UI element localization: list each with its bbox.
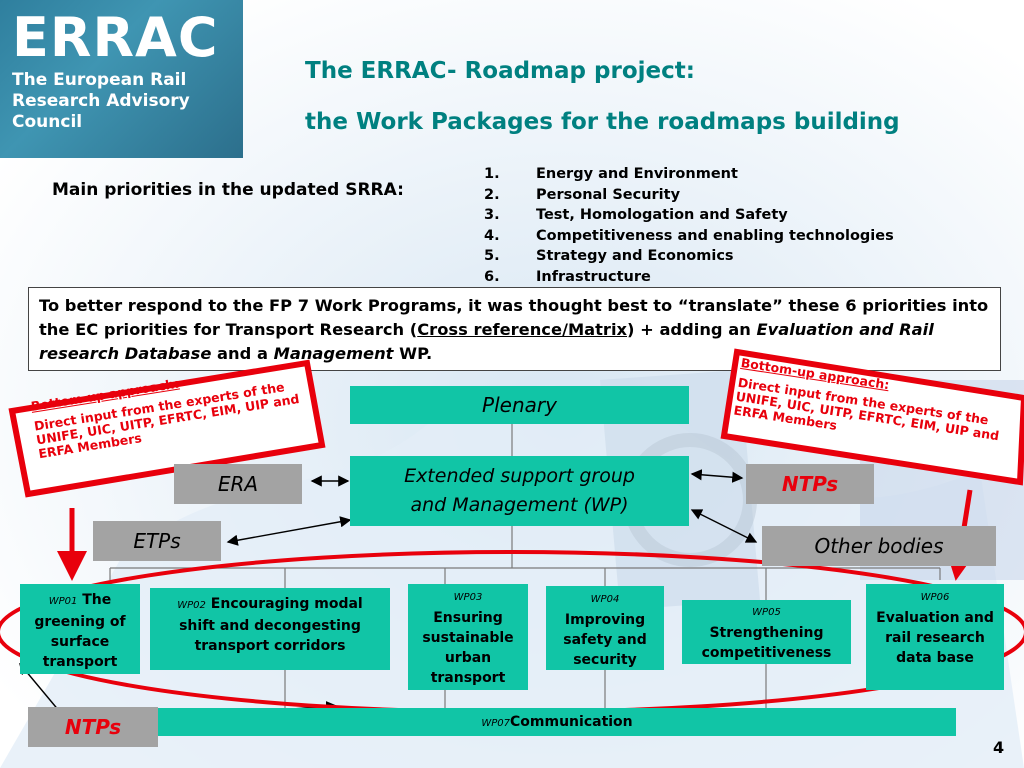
priority-item: 3.Test, Homologation and Safety [484, 207, 788, 224]
title-line-1: The ERRAC- Roadmap project: [305, 58, 695, 84]
intro-text-box: To better respond to the FP 7 Work Progr… [28, 287, 1001, 371]
ntps-box-bottom: NTPs [28, 707, 158, 747]
priority-item: 2.Personal Security [484, 186, 681, 203]
priority-item: 6.Infrastructure [484, 268, 651, 285]
errac-logo: ERRAC The European Rail Research Advisor… [0, 0, 243, 158]
priority-list: 1.Energy and Environment 2.Personal Secu… [484, 164, 894, 288]
wp04-box: WP04 Improving safety and security [546, 586, 664, 670]
extended-support-group-box: Extended support group and Management (W… [350, 456, 689, 526]
priority-item: 4.Competitiveness and enabling technolog… [484, 227, 894, 244]
title-line-2: the Work Packages for the roadmaps build… [305, 109, 900, 135]
priority-item: 5.Strategy and Economics [484, 248, 734, 265]
plenary-box: Plenary [350, 386, 689, 424]
ntps-box-right: NTPs [746, 464, 874, 504]
wp03-box: WP03 Ensuring sustainable urban transpor… [408, 584, 528, 690]
era-box: ERA [174, 464, 302, 504]
logo-wordmark: ERRAC [12, 6, 219, 69]
page-number: 4 [993, 738, 1005, 757]
priority-item: 1.Energy and Environment [484, 166, 738, 182]
wp06-box: WP06 Evaluation and rail research data b… [866, 584, 1004, 690]
wp07-box: WP07Communication [158, 708, 956, 736]
etps-box: ETPs [93, 521, 221, 561]
logo-subtitle: The European Rail Research Advisory Coun… [12, 70, 190, 132]
cross-reference-link[interactable]: Cross reference/Matrix [417, 320, 628, 339]
wp05-box: WP05 Strengthening competitiveness [682, 600, 851, 664]
priorities-label: Main priorities in the updated SRRA: [52, 180, 404, 200]
other-bodies-box: Other bodies [762, 526, 996, 566]
